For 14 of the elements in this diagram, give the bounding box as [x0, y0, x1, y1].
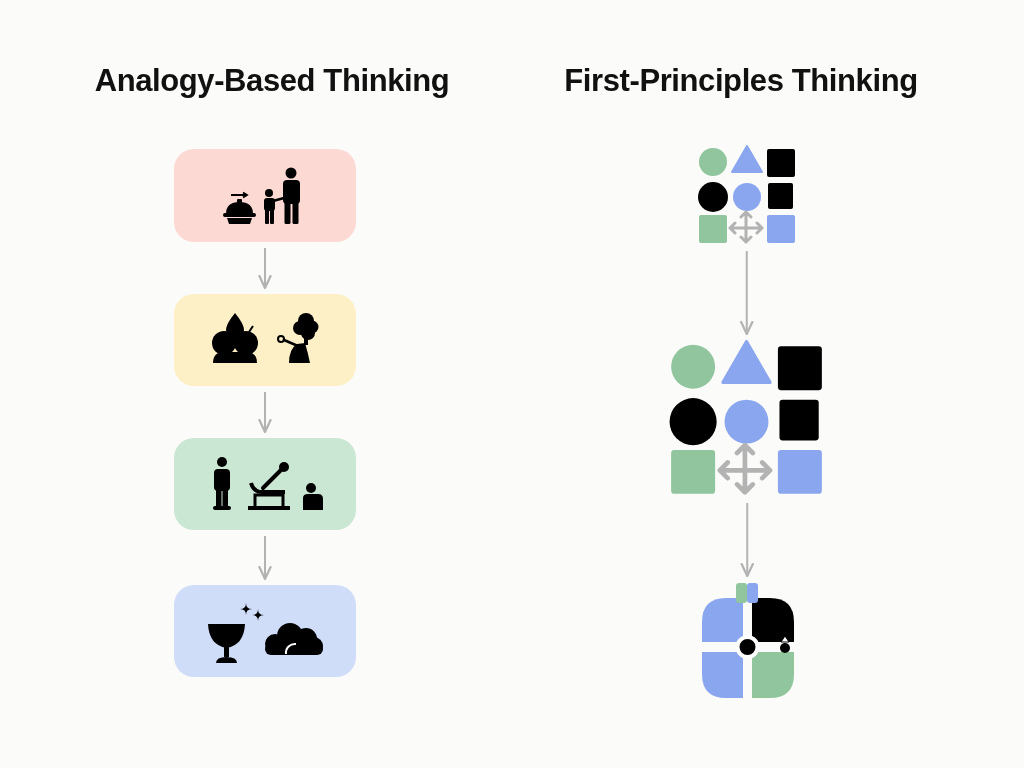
column-heading: Analogy-Based Thinking [94, 62, 450, 100]
arrow [258, 535, 272, 581]
arrow [258, 391, 272, 434]
step-card [174, 149, 356, 242]
shape-grid-illustration [668, 340, 825, 497]
step-card [174, 294, 356, 386]
shape-grid-illustration [697, 145, 797, 245]
quadrant-shape-illustration [700, 582, 796, 699]
column-heading: First-Principles Thinking [564, 62, 918, 100]
step-card [174, 585, 356, 677]
arrow [740, 502, 754, 578]
step-card [174, 438, 356, 530]
arrow [258, 247, 272, 290]
arrow [740, 250, 754, 336]
